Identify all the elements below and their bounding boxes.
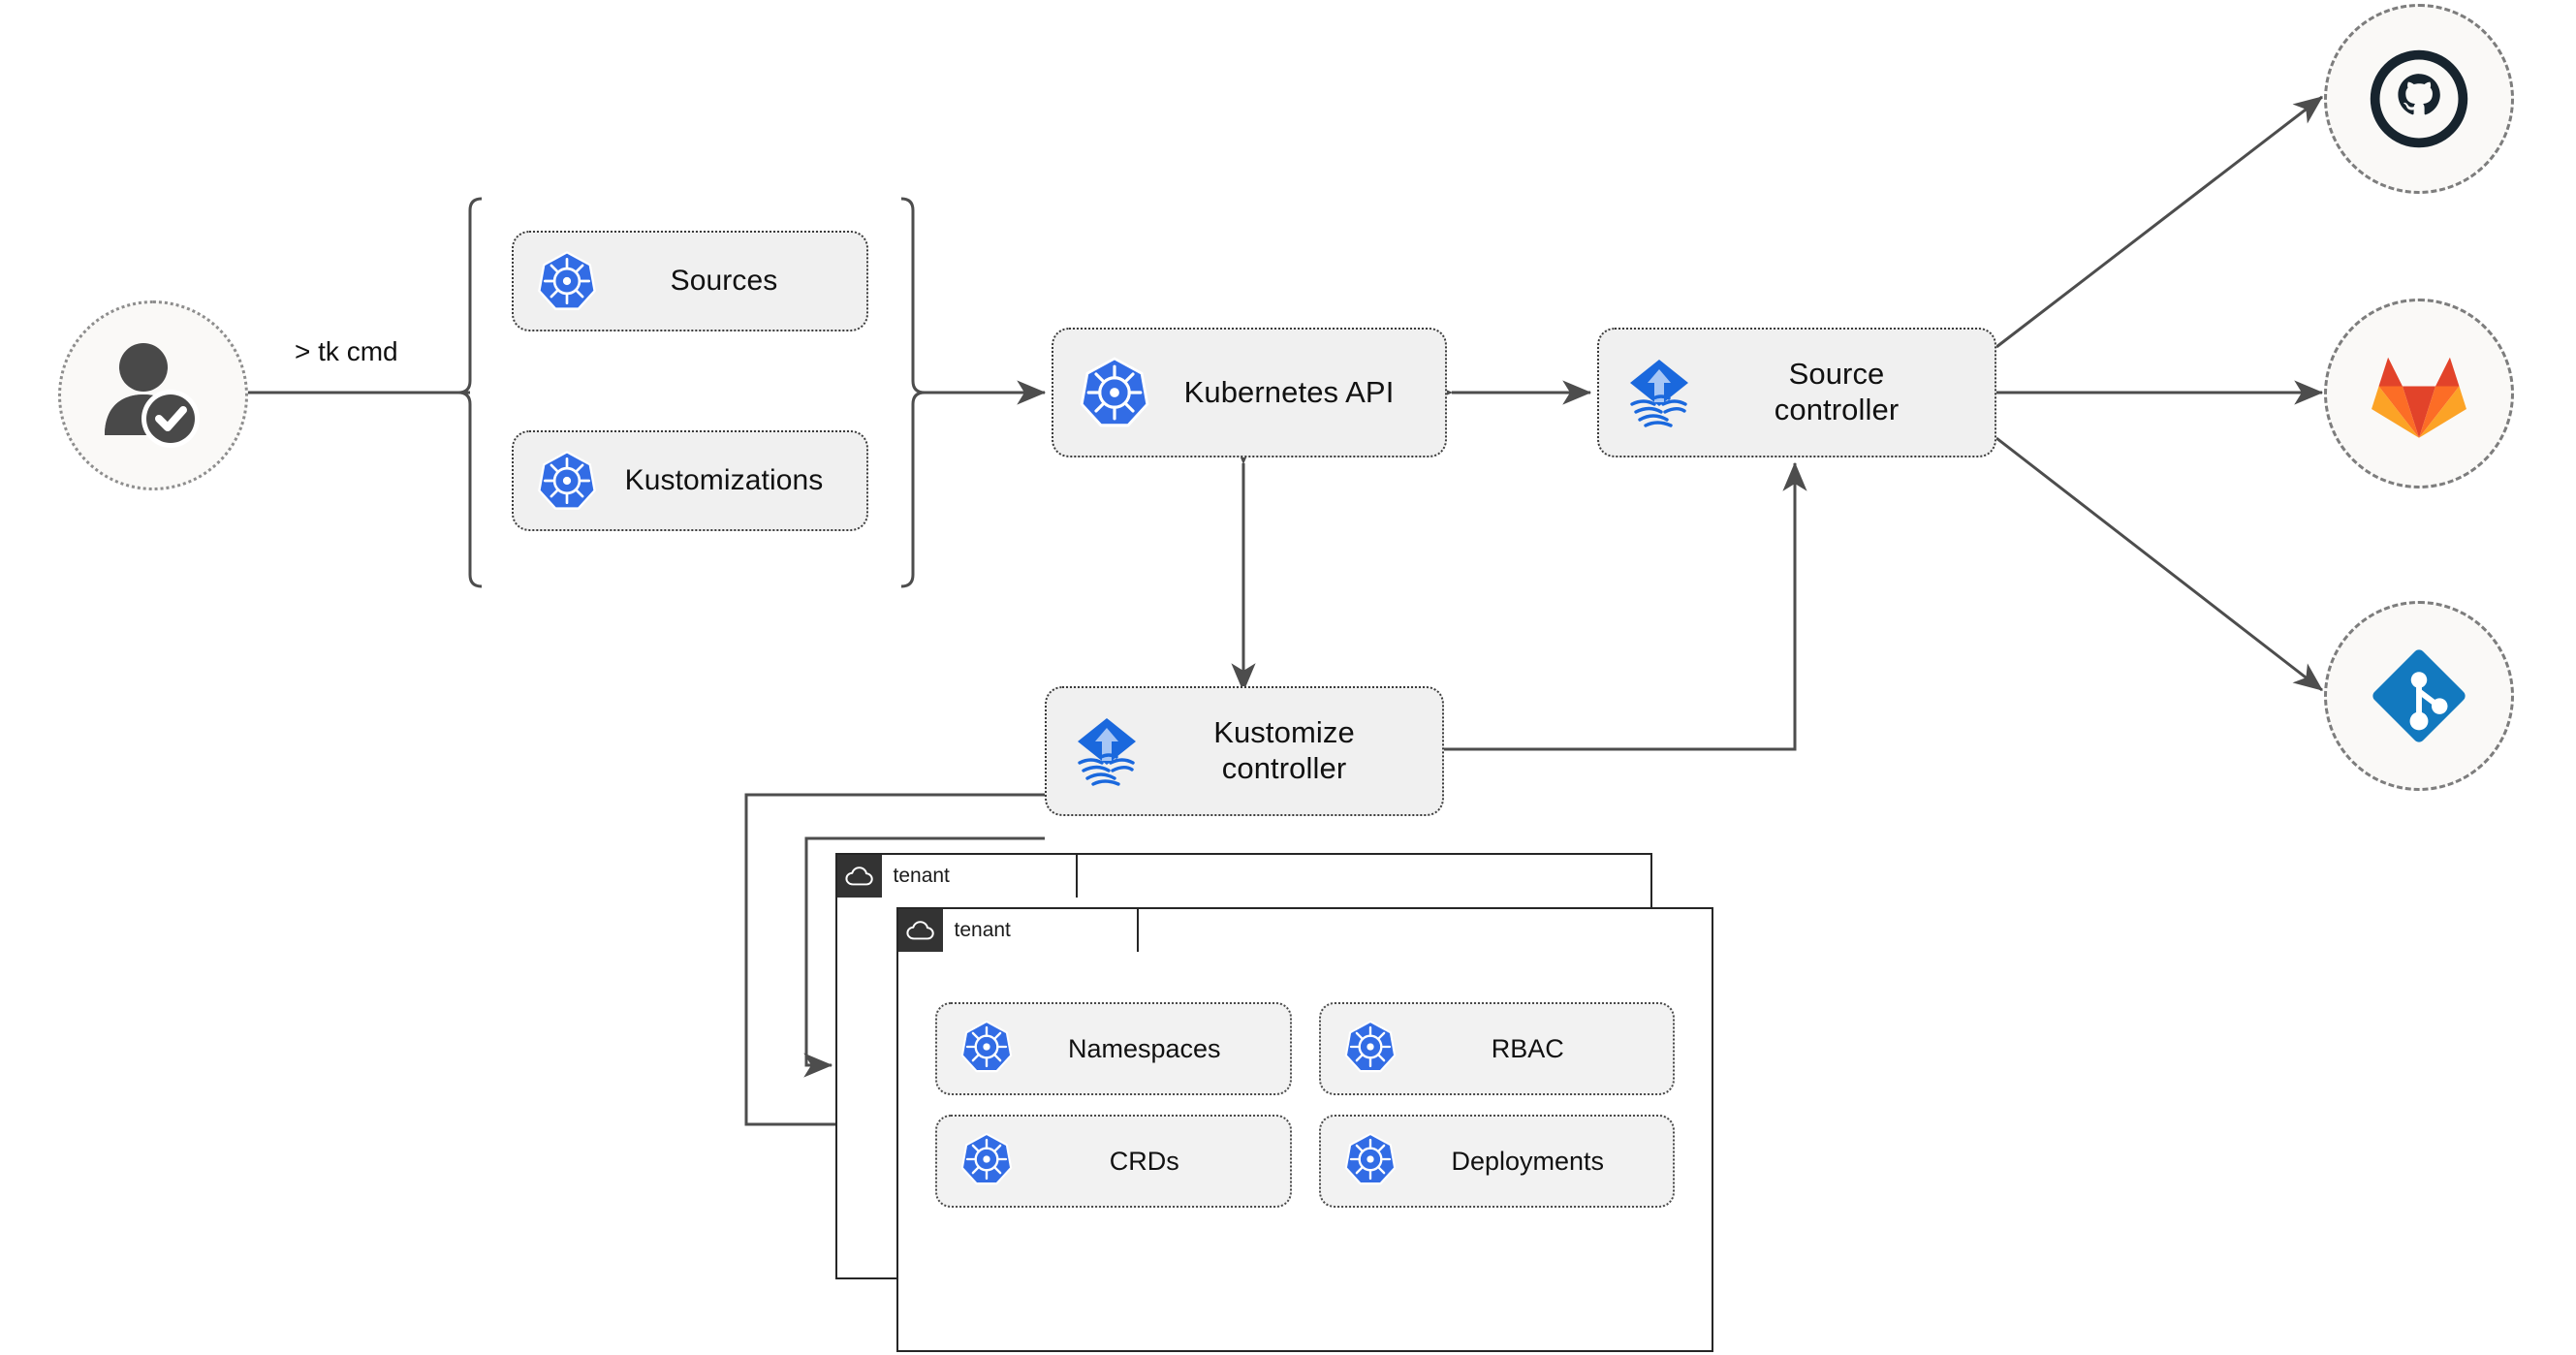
node-label-line1: Kustomize xyxy=(1213,715,1355,750)
provider-git[interactable] xyxy=(2324,601,2514,791)
flux-icon xyxy=(1620,354,1698,431)
node-label-line1: Source xyxy=(1788,357,1885,392)
resource-label: Namespaces xyxy=(1067,1033,1221,1063)
kubernetes-icon xyxy=(535,449,599,513)
node-sources[interactable]: Sources xyxy=(512,231,868,331)
resource-namespaces[interactable]: Namespaces xyxy=(935,1002,1292,1095)
kubernetes-icon xyxy=(1077,355,1152,430)
resource-crds[interactable]: CRDs xyxy=(935,1115,1292,1208)
git-icon xyxy=(2372,649,2466,742)
kubernetes-icon xyxy=(535,249,599,313)
node-label-line2: controller xyxy=(1774,393,1900,426)
resource-deployments[interactable]: Deployments xyxy=(1318,1115,1675,1208)
node-label-line2: controller xyxy=(1221,751,1347,785)
tenant-resources-grid: Namespaces xyxy=(935,1002,1675,1208)
right-curly-brace xyxy=(900,197,926,588)
node-kustomize-controller[interactable]: Kustomize controller xyxy=(1045,686,1444,816)
kubernetes-icon xyxy=(958,1019,1015,1080)
user-verified-icon xyxy=(105,343,200,448)
flux-icon xyxy=(1068,712,1146,790)
edge-source-to-github xyxy=(1995,95,2323,349)
node-kubernetes-api[interactable]: Kubernetes API xyxy=(1052,328,1447,457)
left-curly-brace xyxy=(457,197,483,588)
tenant-label: tenant xyxy=(954,918,1011,941)
tenant-tab-2: tenant xyxy=(895,906,1139,952)
github-icon xyxy=(2370,49,2468,148)
cloud-icon xyxy=(897,908,943,952)
kubernetes-icon xyxy=(958,1131,1015,1192)
command-label: > tk cmd xyxy=(289,336,404,367)
node-source-controller[interactable]: Source controller xyxy=(1597,328,1996,457)
node-label: Kustomize controller xyxy=(1146,715,1442,786)
resource-rbac[interactable]: RBAC xyxy=(1318,1002,1675,1095)
kubernetes-icon xyxy=(1342,1131,1398,1192)
provider-gitlab[interactable] xyxy=(2324,299,2514,488)
tenant-tab-1: tenant xyxy=(834,852,1078,898)
edge-kustomize-to-source xyxy=(1443,461,1807,751)
node-label: Kustomizations xyxy=(624,464,824,497)
gitlab-icon xyxy=(2372,357,2466,438)
resource-label: RBAC xyxy=(1491,1033,1564,1063)
node-label: Kubernetes API xyxy=(1183,374,1395,409)
edge-source-to-git xyxy=(1995,436,2323,692)
provider-github[interactable] xyxy=(2324,4,2514,194)
node-label: Sources xyxy=(670,265,778,298)
tenant-container-2: tenant xyxy=(895,906,1713,1352)
kubernetes-icon xyxy=(1342,1019,1398,1080)
node-label: Source controller xyxy=(1698,357,1995,427)
resource-label: Deployments xyxy=(1451,1146,1605,1176)
actor-user[interactable] xyxy=(58,300,248,490)
node-kustomizations[interactable]: Kustomizations xyxy=(512,430,868,531)
tenant-label: tenant xyxy=(893,864,950,887)
cloud-icon xyxy=(836,854,882,898)
resource-label: CRDs xyxy=(1109,1146,1179,1176)
